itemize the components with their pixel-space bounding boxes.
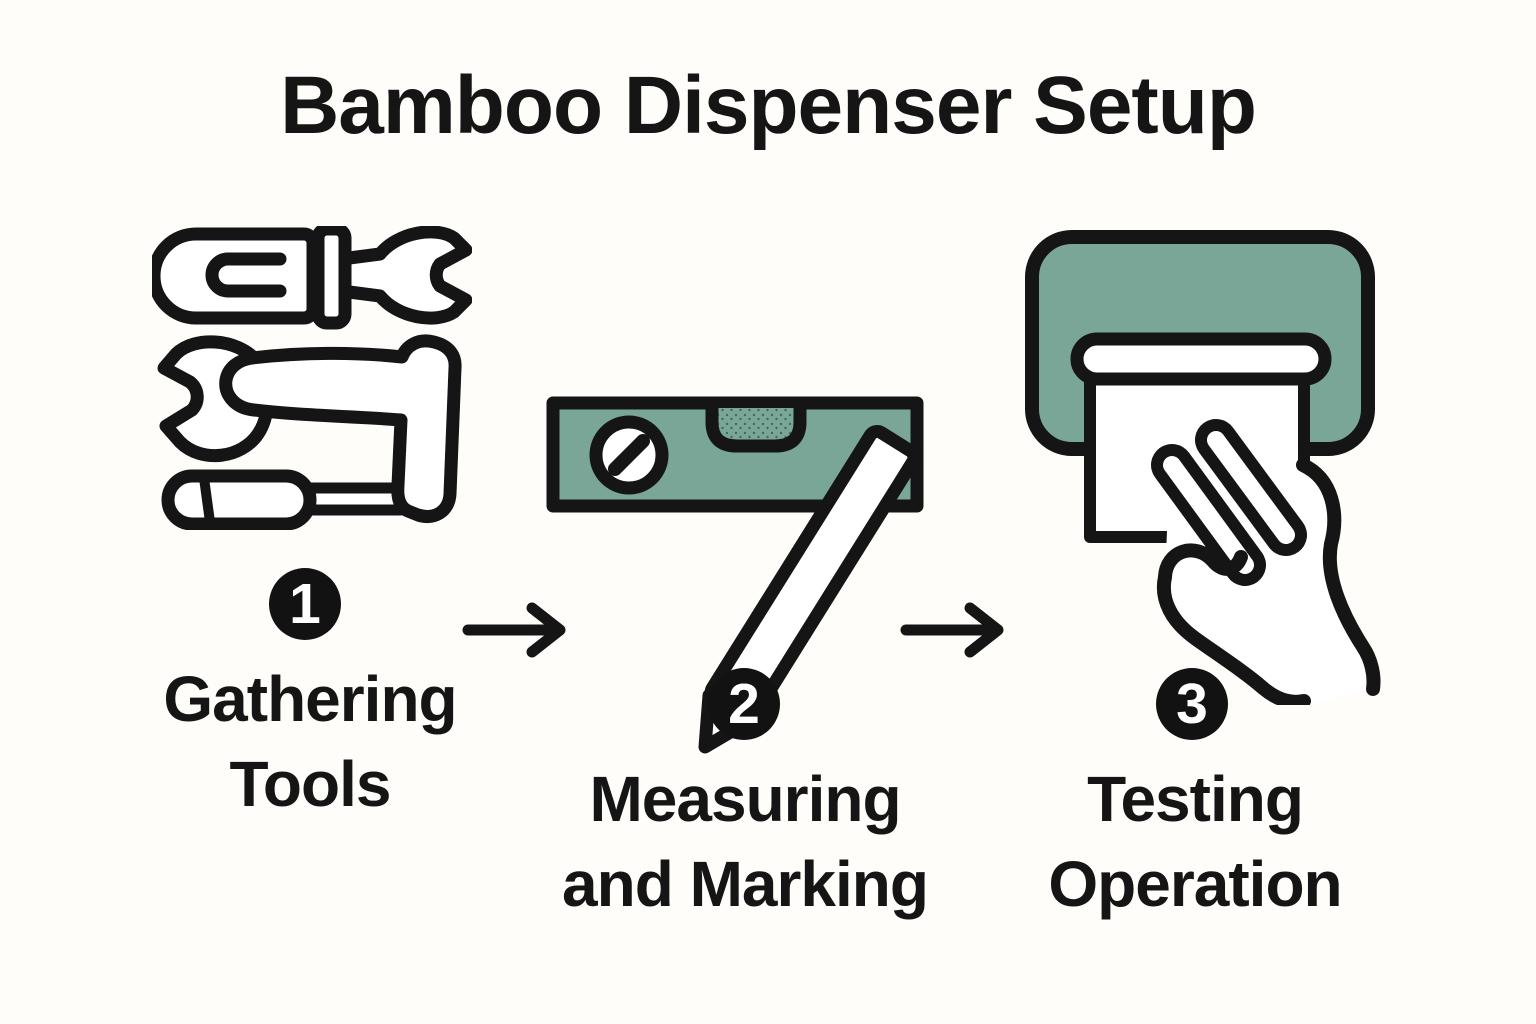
step-1-label-line-1: Gathering <box>163 663 457 735</box>
step-3-label: Testing Operation <box>935 757 1455 927</box>
step-2-number: 2 <box>728 671 760 736</box>
arrow-right-icon <box>900 602 1004 658</box>
dispenser-hand-icon <box>1025 230 1381 705</box>
step-2-label-line-1: Measuring <box>589 763 901 835</box>
finger-index-fill <box>1163 456 1254 574</box>
screwdriver-collar <box>311 226 352 330</box>
step-1-label: Gathering Tools <box>50 657 570 827</box>
level-screw-slot <box>608 434 650 476</box>
handle-groove <box>205 252 287 298</box>
hammer-and-shaft <box>219 334 462 523</box>
step-2-label: Measuring and Marking <box>485 757 1005 927</box>
scriber-body <box>161 469 317 530</box>
level-pencil-icon <box>546 396 924 754</box>
step-3-badge: 3 <box>1156 668 1228 740</box>
wrench-head-right <box>327 226 472 325</box>
dispenser-slot <box>1070 332 1332 386</box>
step-2-label-line-2: and Marking <box>562 848 929 920</box>
screwdriver-handle <box>152 227 320 325</box>
level-vial-window <box>705 401 807 453</box>
step-1-label-line-2: Tools <box>229 748 392 820</box>
step-3-label-line-2: Operation <box>1048 848 1342 920</box>
page-title: Bamboo Dispenser Setup <box>280 60 1257 151</box>
hand-knuckles <box>1158 543 1248 584</box>
step-1-badge: 1 <box>269 568 341 640</box>
scriber-tip-line <box>199 473 215 527</box>
hand-right-edge <box>1296 458 1381 696</box>
step-1-number: 1 <box>289 571 321 636</box>
scriber-blade <box>298 482 410 516</box>
arrow-right-icon <box>462 602 566 658</box>
hand-left-edge <box>1156 570 1311 705</box>
tools-icon <box>152 226 472 530</box>
finger-middle-fill <box>1207 431 1295 544</box>
step-3-label-line-1: Testing <box>1087 763 1304 835</box>
step-2-badge: 2 <box>708 668 780 740</box>
step-3-number: 3 <box>1176 671 1208 736</box>
